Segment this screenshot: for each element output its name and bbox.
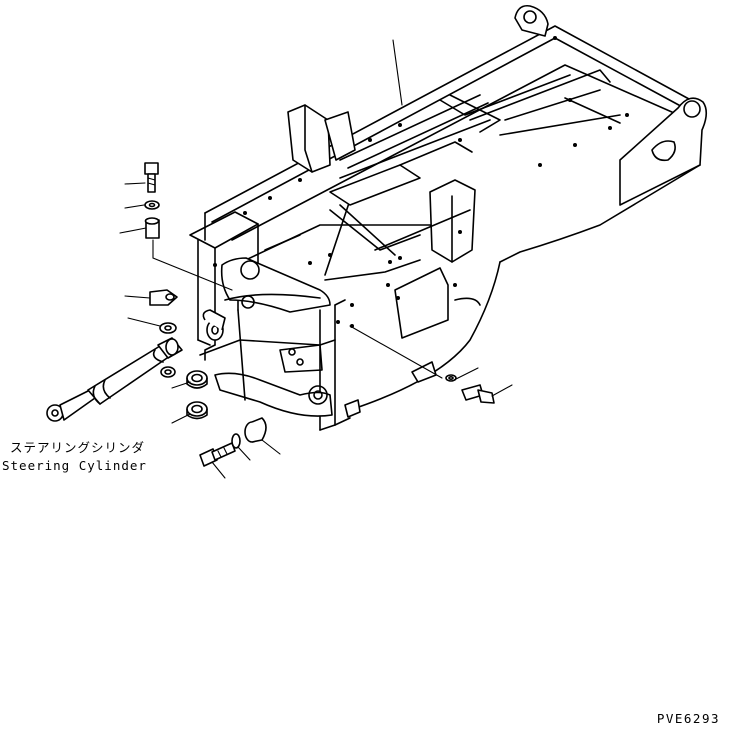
steering-pivot-plate xyxy=(220,257,331,313)
cylinder-barrel xyxy=(87,345,171,405)
steering-cylinder xyxy=(46,337,183,422)
callout-label-japanese: ステアリングシリンダ xyxy=(10,440,146,455)
leader-frame xyxy=(392,39,403,106)
bolt-icon xyxy=(144,162,159,175)
drawing-code: PVE6293 xyxy=(656,711,720,726)
seal-icon xyxy=(160,366,176,378)
washer-icon xyxy=(231,433,241,449)
washer-icon xyxy=(144,200,160,210)
upper-pin-bolt-stack xyxy=(119,162,233,341)
washer-icon xyxy=(159,322,177,334)
right-bolt-stack xyxy=(349,325,513,404)
lower-pin-bolt-stack xyxy=(199,417,281,479)
rear-frame xyxy=(189,4,708,431)
shim-plate-icon xyxy=(149,289,178,306)
lower-bushing-set xyxy=(160,366,208,424)
rear-hitch-lug xyxy=(514,4,549,37)
washer-icon xyxy=(445,374,457,382)
callout-label-english: Steering Cylinder xyxy=(2,458,147,473)
frame-end-plate xyxy=(619,97,708,206)
bushing-icon xyxy=(186,370,208,386)
frame-hole-markers xyxy=(213,36,629,328)
